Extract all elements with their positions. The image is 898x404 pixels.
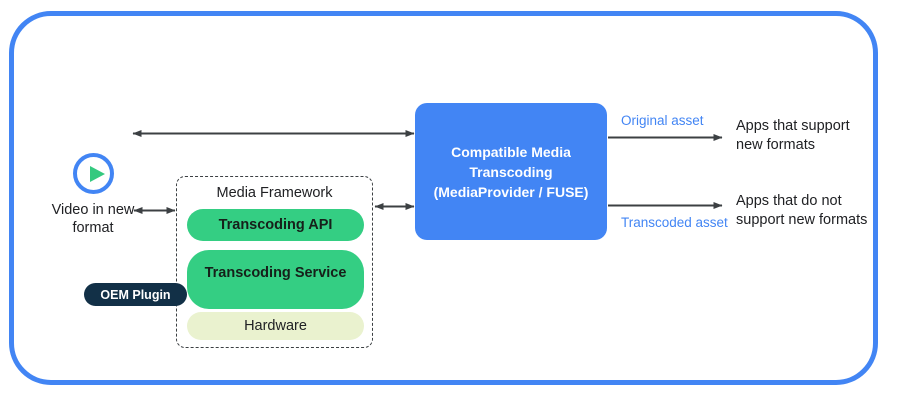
apps-no-support-endpoint: Apps that do not support new formats [736,193,868,228]
compatible-media-transcoding-node: Compatible Media Transcoding (MediaProvi… [415,103,607,240]
oem-plugin-badge: OEM Plugin [84,283,187,306]
transcoding-service-box: Transcoding Service [187,250,364,309]
play-triangle-icon [90,166,105,182]
original-asset-label: Original asset [621,113,704,128]
hardware-box: Hardware [187,312,364,340]
transcoding-api-box: Transcoding API [187,209,364,241]
apps-support-endpoint: Apps that support new formats [736,118,850,153]
play-circle-icon [73,153,114,194]
transcoded-asset-label: Transcoded asset [621,215,728,230]
media-framework-title: Media Framework [216,185,333,201]
video-source-caption: Video in new format [51,202,135,236]
media-framework-container: Media Framework Transcoding API Transcod… [176,176,373,348]
